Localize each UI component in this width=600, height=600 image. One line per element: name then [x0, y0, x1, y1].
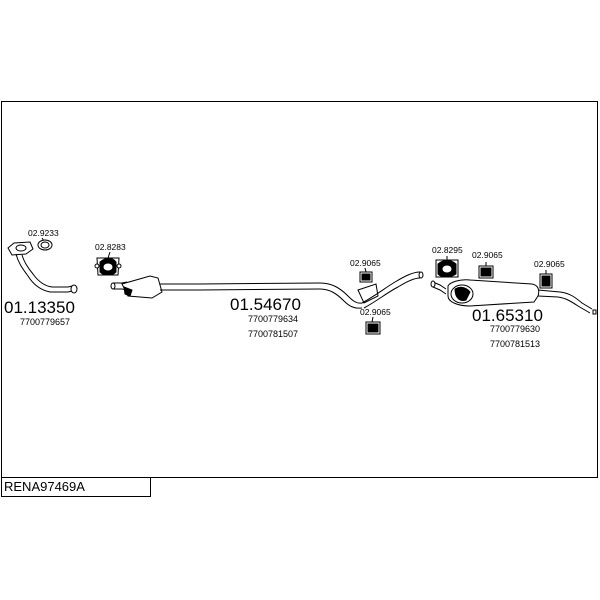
rear-silencer-oem-2: 7700781513: [490, 339, 540, 349]
gasket-front-ref: 02.9233: [28, 228, 59, 238]
hanger-rear-1-ref: 02.9065: [472, 250, 503, 260]
hanger-mid-top-icon: [359, 267, 373, 283]
hanger-mid-bottom-icon: [365, 316, 381, 335]
rear-silencer: [430, 279, 597, 315]
middle-pipe-oem-2: 7700781507: [248, 329, 298, 339]
gasket-front-icon: [37, 237, 53, 251]
diagram-frame: [1, 101, 598, 478]
middle-pipe-ref: 01.54670: [230, 295, 301, 314]
diagram-title: RENA97469A: [1, 478, 151, 497]
front-pipe-oem-1: 7700779657: [20, 317, 70, 327]
front-pipe-ref: 01.13350: [4, 298, 75, 317]
clamp-rear-ref: 02.8295: [432, 245, 463, 255]
hanger-mid-top-ref: 02.9065: [350, 258, 381, 268]
hanger-rear-2-icon: [539, 270, 553, 289]
middle-pipe: [110, 271, 424, 309]
clamp-rear-icon: [435, 256, 459, 278]
hanger-rear-2-ref: 02.9065: [534, 259, 565, 269]
clamp-front-icon: [94, 251, 122, 276]
middle-pipe-oem-1: 7700779634: [248, 314, 298, 324]
hanger-rear-1-icon: [478, 262, 494, 279]
rear-silencer-ref: 01.65310: [472, 306, 543, 325]
front-pipe: [7, 241, 78, 294]
clamp-front-ref: 02.8283: [95, 242, 126, 252]
hanger-mid-bottom-ref: 02.9065: [360, 307, 391, 317]
rear-silencer-oem-1: 7700779630: [490, 324, 540, 334]
